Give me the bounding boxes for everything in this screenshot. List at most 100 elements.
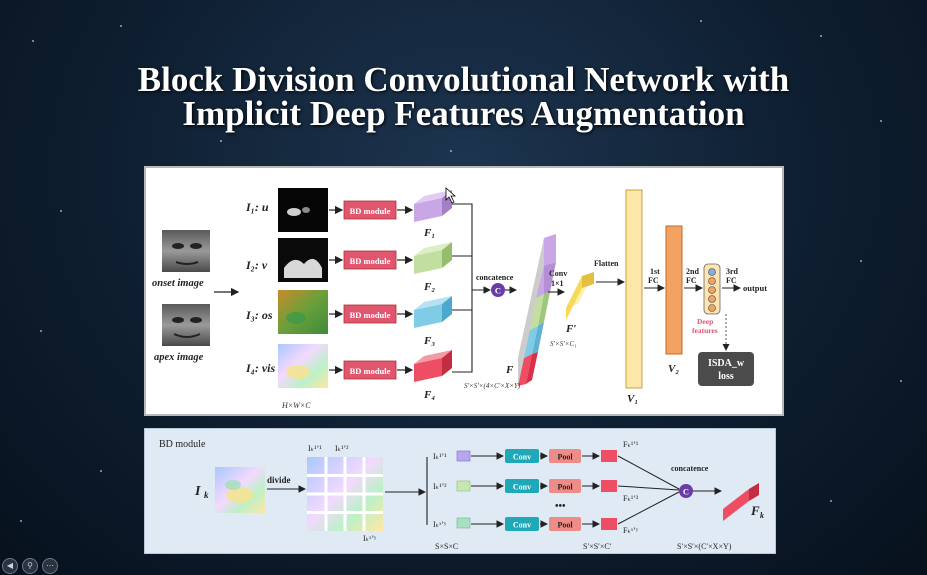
- apex-face-image: [162, 304, 210, 346]
- isda-loss-box: ISDA_w loss: [698, 352, 754, 386]
- bd-output-sub: k: [760, 511, 764, 520]
- deep-features-label-line-2: features: [692, 326, 718, 335]
- conv-box-2: [505, 479, 539, 493]
- feature-cuboid-f3: [414, 296, 452, 328]
- fc3-label-line-2: FC: [726, 276, 737, 285]
- size-label-3: S′×S′×(C′×X×Y): [677, 542, 732, 551]
- concat-feature-cuboid: [518, 234, 556, 386]
- divide-label: divide: [267, 475, 291, 485]
- concat-label: concatence: [476, 273, 514, 282]
- block-label-3: Iₖˣʼʸ: [433, 520, 447, 529]
- bd-module-box-3: BD module: [343, 304, 397, 324]
- fc2-label-line-1: 2nd: [686, 267, 699, 276]
- concat-symbol: C: [495, 286, 501, 296]
- bd-concat-label: concatence: [671, 464, 709, 473]
- more-options-icon[interactable]: ⋯: [42, 558, 58, 574]
- input-size-label: H×W×C: [281, 401, 311, 410]
- grid-label-last: Iₖˣʼʸ: [363, 534, 377, 543]
- zoom-icon[interactable]: ⚲: [22, 558, 38, 574]
- prev-slide-button[interactable]: ◀: [2, 558, 18, 574]
- bd-module-label-1: BD module: [350, 206, 391, 216]
- rows-ellipsis: •••: [555, 501, 566, 512]
- f-label-1: Fₖ¹ʼ¹: [623, 440, 639, 449]
- flow-image-vis: [278, 344, 328, 388]
- flow-image-v: [278, 238, 328, 282]
- bd-concat-node: [679, 484, 693, 498]
- bd-module-panel: BD module I k divide Iₖ¹ʼ¹ Iₖ¹ʼ² Iₖˣʼʸ I…: [144, 428, 776, 554]
- bd-input-image: [215, 467, 265, 513]
- bd-output-cuboid: [723, 483, 759, 521]
- block-label-2: Iₖ¹ʼ²: [433, 482, 447, 491]
- size-label-1: S×S×C: [435, 542, 458, 551]
- flatten-label: Flatten: [594, 259, 619, 268]
- pool-label-1: Pool: [557, 453, 573, 462]
- f-label-3: Fₖˣʼʸ: [623, 526, 639, 535]
- input-label-v: I₂: v: [245, 258, 268, 272]
- apex-image-label: apex image: [154, 352, 204, 363]
- feature-label-f2: F₂: [423, 281, 435, 293]
- input-label-os: I₃: os: [245, 308, 273, 322]
- bd-module-label-3: BD module: [350, 310, 391, 320]
- v1-label: V₁: [627, 393, 638, 405]
- pool-box-2: [549, 479, 581, 493]
- block-patch-1: [456, 450, 471, 462]
- bd-module-box-4: BD module: [343, 360, 397, 380]
- feature-cuboid-f2: [414, 242, 452, 274]
- pool-output-1: [601, 450, 617, 462]
- conv-output-cuboid: [566, 272, 594, 320]
- slide-title-line-1: Block Division Convolutional Network wit…: [137, 60, 790, 99]
- bd-module-diagram: BD module I k divide Iₖ¹ʼ¹ Iₖ¹ʼ² Iₖˣʼʸ I…: [159, 439, 764, 551]
- bd-output-label: F: [750, 503, 760, 518]
- bd-input-sub: k: [204, 490, 209, 500]
- conv-label-3: Conv: [513, 521, 531, 530]
- flow-image-u: [278, 188, 328, 232]
- bd-module-title: BD module: [159, 439, 206, 450]
- conv-output-label: F′: [565, 323, 576, 335]
- output-label: output: [743, 283, 767, 293]
- pool-output-2: [601, 480, 617, 492]
- flatten-vector-v1: [625, 189, 643, 389]
- fc1-vector-v2: [665, 225, 683, 355]
- presentation-toolbar: ◀ ⚲ ⋯: [2, 558, 58, 574]
- size-label-2: S′×S′×C′: [583, 542, 612, 551]
- input-label-vis: I₄: vis: [245, 361, 276, 375]
- feature-label-f1: F₁: [423, 227, 435, 239]
- bd-module-label-2: BD module: [350, 256, 391, 266]
- bd-module-box-2: BD module: [343, 250, 397, 270]
- v2-label: V₂: [668, 363, 679, 375]
- block-patch-3: [456, 517, 471, 529]
- bd-module-label-4: BD module: [350, 366, 391, 376]
- bd-input-label: I: [194, 484, 201, 499]
- divided-blocks-grid: [307, 457, 383, 531]
- mouse-cursor-icon: [445, 187, 457, 204]
- input-label-u: I₁: u: [245, 200, 269, 214]
- block-patch-2: [456, 480, 471, 492]
- grid-label-2: Iₖ¹ʼ²: [335, 444, 349, 453]
- conv-label-line-1: Conv: [549, 269, 567, 278]
- bd-concat-symbol: C: [683, 487, 689, 497]
- pool-label-2: Pool: [557, 483, 573, 492]
- concat-output-size: S′×S′×(4×C′×X×Y): [464, 382, 521, 390]
- pool-box-3: [549, 517, 581, 531]
- fc2-label-line-2: FC: [686, 276, 697, 285]
- loss-label-line-1: ISDA_w: [708, 358, 745, 369]
- grid-label-1: Iₖ¹ʼ¹: [308, 444, 322, 453]
- fc3-label-line-1: 3rd: [726, 267, 739, 276]
- concat-output-label: F: [505, 364, 514, 376]
- loss-label-line-2: loss: [718, 371, 734, 382]
- deep-features-label-line-1: Deep: [697, 317, 713, 326]
- conv-box-3: [505, 517, 539, 531]
- deep-feature-nodes: [703, 263, 721, 315]
- conv-label-2: Conv: [513, 483, 531, 492]
- fc1-label-line-2: FC: [648, 276, 659, 285]
- f-label-2: Fₖ¹ʼ²: [623, 494, 639, 503]
- conv-label-1: Conv: [513, 453, 531, 462]
- onset-image-label: onset image: [152, 278, 204, 289]
- pool-output-3: [601, 518, 617, 530]
- feature-cuboid-f4: [414, 350, 452, 382]
- conv-output-size: S′×S′×C₁: [550, 340, 577, 348]
- slide-title-line-2: Implicit Deep Features Augmentation: [182, 94, 745, 133]
- bd-module-box-1: BD module: [343, 200, 397, 220]
- network-diagram: onset image apex image I₁: u I₂: v I₃: o…: [152, 187, 767, 410]
- conv-label-line-2: 1×1: [551, 279, 564, 288]
